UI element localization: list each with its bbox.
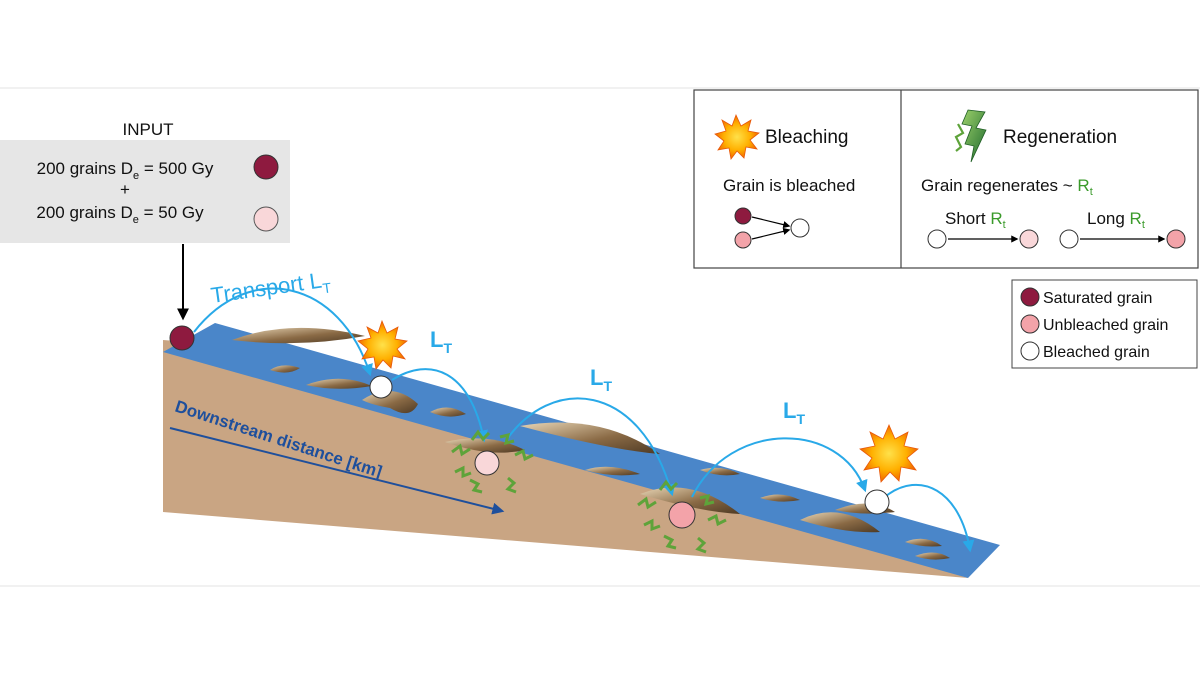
regeneration-icon	[954, 109, 987, 163]
bleach-demo-arrow-2	[751, 227, 791, 240]
bleaching-caption: Grain is bleached	[723, 176, 855, 195]
regen-squiggles-stop-2	[451, 429, 534, 494]
long-start-bleached-grain	[1059, 229, 1079, 249]
input-plus: +	[120, 180, 130, 199]
transport-label: Transport LT	[209, 266, 333, 312]
regen-squiggles-stop-3	[637, 479, 727, 554]
bleach-demo-bleached-grain	[790, 218, 810, 238]
sediment-bars	[232, 327, 950, 560]
input-line-1: 200 grains De = 500 Gy	[37, 159, 214, 182]
short-start-bleached-grain	[927, 229, 947, 249]
process-panel: Bleaching Grain is bleached Regeneration…	[693, 89, 1199, 269]
bleached-grain-stop-4	[864, 489, 890, 515]
lt-label-2: LT	[590, 365, 612, 394]
short-end-light-grain	[1019, 229, 1039, 249]
downstream-arrow	[169, 427, 505, 515]
legend-unbleached-label: Unbleached grain	[1043, 317, 1168, 334]
sun-icon	[714, 113, 760, 160]
transport-arrow-4	[691, 437, 868, 498]
sun-icon-stop-1	[357, 319, 408, 370]
input-line-2: 200 grains De = 50 Gy	[36, 203, 204, 226]
legend-box	[1011, 279, 1198, 369]
long-end-unbleached-grain	[1166, 229, 1186, 249]
bleaching-title: Bleaching	[765, 127, 848, 148]
legend-saturated-swatch	[1020, 287, 1040, 307]
input-box	[0, 140, 290, 243]
input-panel: INPUT 200 grains De = 500 Gy + 200 grain…	[0, 120, 290, 321]
transport-arrow-5	[885, 483, 975, 553]
transport-arrow-3	[504, 397, 676, 497]
transport-arrow-2	[391, 368, 488, 443]
legend-unbleached-swatch	[1020, 314, 1040, 334]
light-pink-grain-icon	[253, 206, 279, 232]
bleach-demo-arrow-1	[751, 216, 791, 229]
saturated-grain-icon	[253, 154, 279, 180]
bleach-demo-saturated-grain	[734, 207, 752, 225]
bleach-demo-unbleached-grain	[734, 231, 752, 249]
long-label: Long Rt	[1087, 209, 1145, 231]
bleached-grain-stop-1	[369, 375, 393, 399]
lt-label-3: LT	[783, 398, 805, 427]
saturated-grain	[169, 325, 195, 351]
unbleached-grain-stop-3	[668, 501, 696, 529]
short-label: Short Rt	[945, 209, 1006, 231]
sun-icon-stop-4	[859, 423, 919, 483]
legend-saturated-label: Saturated grain	[1043, 290, 1152, 307]
river-block: Transport LT LT LT LT Downstream distanc…	[163, 266, 1000, 578]
transport-arrow-1	[193, 287, 373, 377]
regeneration-title: Regeneration	[1003, 127, 1117, 148]
input-title: INPUT	[123, 120, 174, 139]
regeneration-caption: Grain regenerates ~ Rt	[921, 176, 1093, 198]
light-pink-grain-stop-2	[474, 450, 500, 476]
legend: Saturated grain Unbleached grain Bleache…	[1011, 279, 1198, 369]
legend-bleached-label: Bleached grain	[1043, 344, 1150, 361]
lt-label-1: LT	[430, 327, 452, 356]
legend-bleached-swatch	[1020, 341, 1040, 361]
